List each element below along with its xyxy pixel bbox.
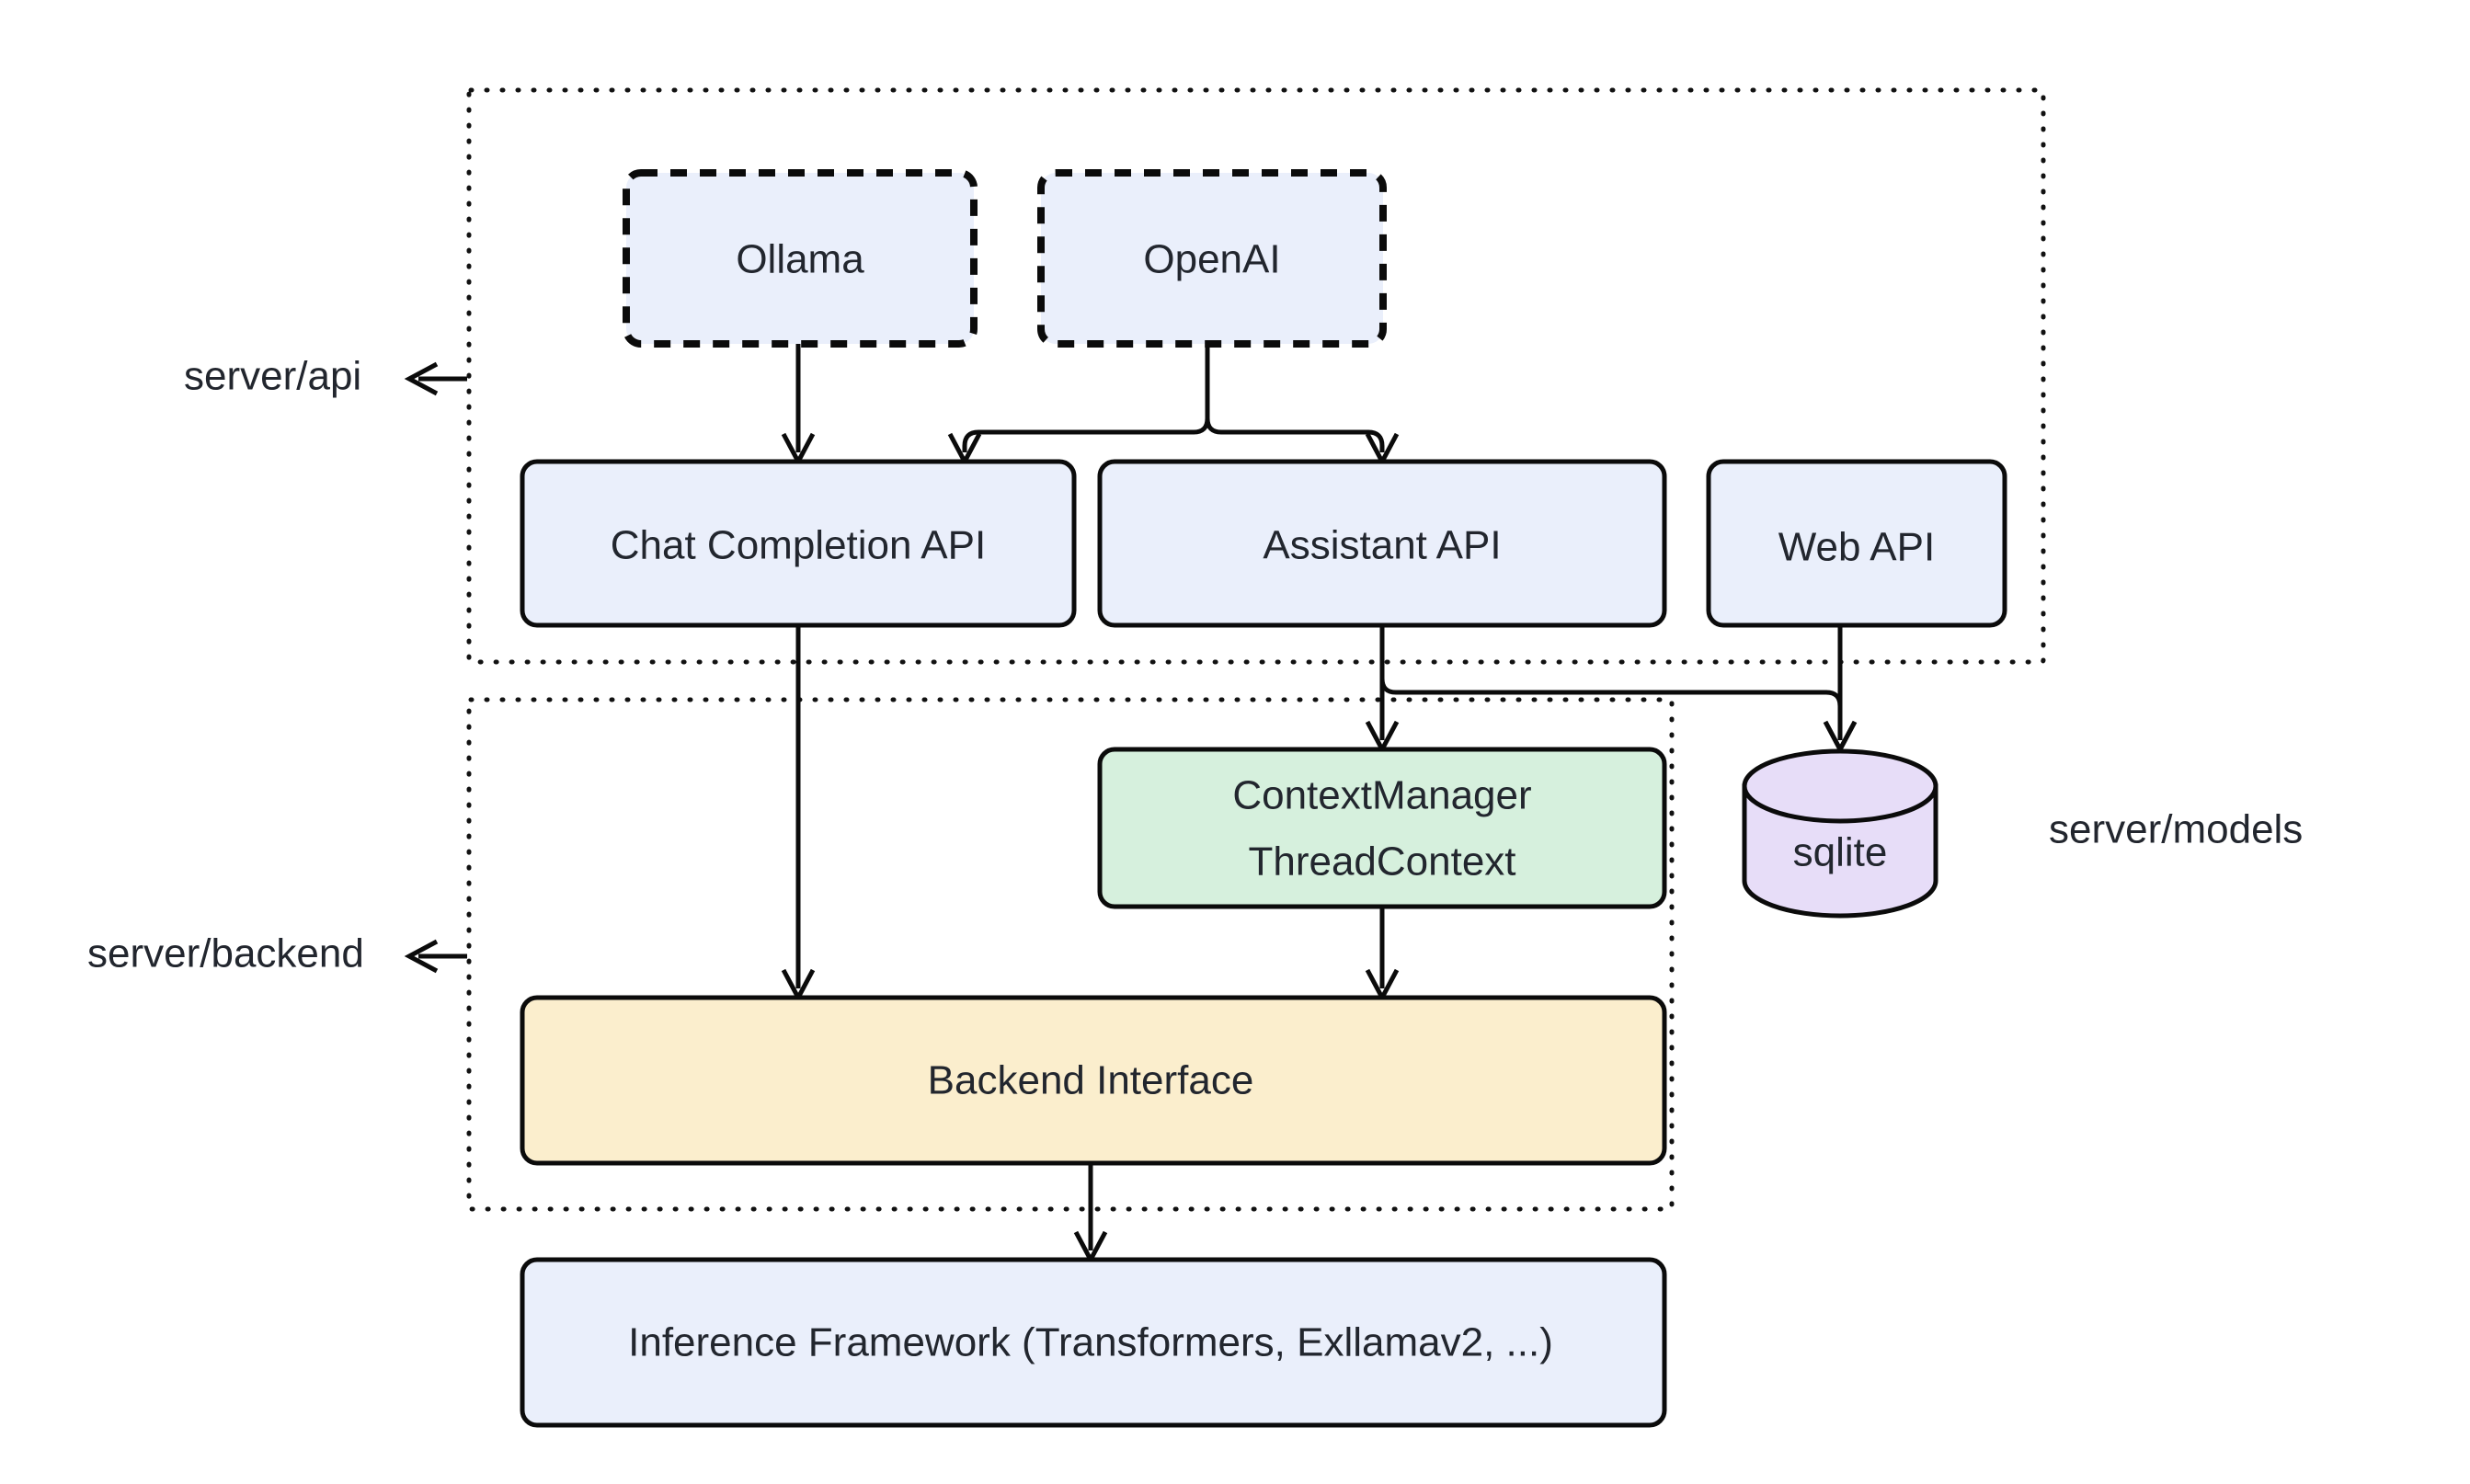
node-backend-interface-shape xyxy=(520,995,1667,1166)
edge-chat-completion-api-to-backend-interface xyxy=(781,625,816,1003)
group-label-server-backend-text: server/backend xyxy=(87,931,364,976)
edge-backend-interface-to-inference-framework xyxy=(1073,1163,1108,1265)
group-label-server-api-text: server/api xyxy=(184,354,361,399)
node-ollama-label: Ollama xyxy=(736,237,864,282)
edge-context-manager-to-backend-interface xyxy=(1365,907,1400,1003)
group-label-server-backend: server/backend xyxy=(87,931,467,976)
node-assistant-api[interactable]: Assistant API xyxy=(1097,459,1667,628)
node-backend-interface-label: Backend Interface xyxy=(928,1058,1254,1103)
node-web-api-shape xyxy=(1706,459,2007,628)
node-inference-framework-shape xyxy=(520,1257,1667,1428)
node-web-api[interactable]: Web API xyxy=(1706,459,2007,628)
node-ollama-shape xyxy=(623,169,978,348)
node-assistant-api-label: Assistant API xyxy=(1263,523,1501,568)
group-label-server-api: server/api xyxy=(184,354,467,399)
node-inference-framework-label: Inference Framework (Transformers, Exlla… xyxy=(628,1320,1553,1365)
node-openai-label: OpenAI xyxy=(1143,237,1280,282)
node-inference-framework[interactable]: Inference Framework (Transformers, Exlla… xyxy=(520,1257,1667,1428)
group-label-server-models-text: server/models xyxy=(2049,807,2303,852)
group-label-server-api-arrow-icon xyxy=(404,361,439,396)
node-assistant-api-shape xyxy=(1097,459,1667,628)
node-sqlite-label: sqlite xyxy=(1793,830,1888,875)
node-openai-shape xyxy=(1037,169,1387,348)
node-chat-completion-api[interactable]: Chat Completion API xyxy=(520,459,1077,628)
node-context-manager[interactable]: ContextManager ThreadContext xyxy=(1097,747,1667,909)
node-context-manager-label-line1: ContextManager xyxy=(1232,773,1531,818)
edge-openai-to-chat-completion-api xyxy=(947,344,1210,467)
node-chat-completion-api-shape xyxy=(520,459,1077,628)
node-context-manager-label-line2: ThreadContext xyxy=(1248,839,1515,885)
node-backend-interface[interactable]: Backend Interface xyxy=(520,995,1667,1166)
node-openai[interactable]: OpenAI xyxy=(1037,169,1387,348)
cluster-server-backend xyxy=(466,697,1675,1212)
node-chat-completion-api-label: Chat Completion API xyxy=(611,523,986,568)
edge-web-api-to-sqlite xyxy=(1823,625,1858,755)
edge-assistant-api-to-sqlite xyxy=(1379,625,1858,755)
node-web-api-label: Web API xyxy=(1778,525,1935,570)
group-label-server-backend-arrow-icon xyxy=(404,939,439,974)
node-sqlite-top xyxy=(1742,748,1938,824)
group-label-server-models: server/models xyxy=(2049,807,2303,852)
edge-ollama-to-chat-completion-api xyxy=(781,344,816,467)
cluster-server-api xyxy=(466,87,2046,665)
node-sqlite[interactable]: sqlite xyxy=(1742,748,1938,919)
node-ollama[interactable]: Ollama xyxy=(623,169,978,348)
node-context-manager-shape xyxy=(1097,747,1667,909)
edge-openai-to-assistant-api xyxy=(1205,344,1400,467)
